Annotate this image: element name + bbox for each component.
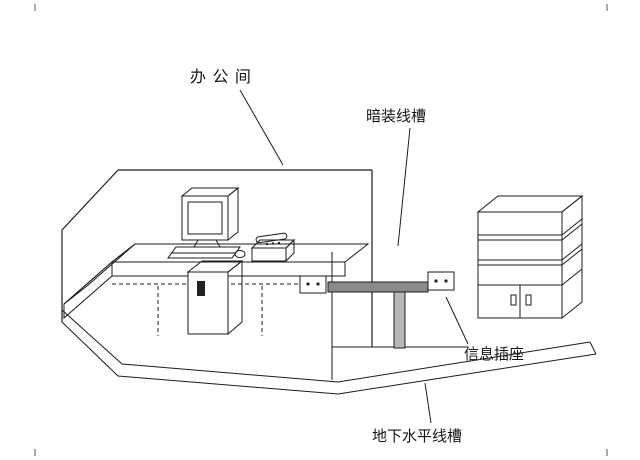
horizontal-duct [327, 281, 429, 293]
keyboard [167, 246, 241, 259]
underground-duct-label: 地下水平线槽 [372, 428, 462, 445]
cabinet-handle [197, 281, 205, 296]
door-handle-left [510, 294, 517, 306]
telephone [250, 232, 296, 263]
concealed-duct-label: 暗装线槽 [366, 108, 426, 125]
concealed-duct-leader [397, 127, 411, 247]
office-room-leader [239, 89, 284, 166]
office-room-label: 办 公 间 [190, 68, 252, 86]
shelf-unit [476, 194, 584, 320]
monitor-screen [187, 201, 223, 235]
computer [167, 186, 246, 259]
under-desk-cabinet [186, 259, 244, 336]
desk [63, 243, 370, 336]
wall-socket-left [299, 275, 327, 294]
underground-floor-duct [61, 309, 597, 395]
door-handle-right [525, 294, 532, 306]
underground-duct-leader [424, 382, 432, 424]
concealed-wall-duct [327, 281, 429, 349]
monitor [180, 186, 240, 248]
corner-marks [34, 4, 608, 456]
info-socket-label: 信息插座 [464, 346, 524, 363]
information-socket [427, 271, 455, 291]
room-outline [61, 169, 468, 380]
vertical-duct [393, 291, 406, 349]
mouse [234, 250, 246, 258]
info-socket-leader [445, 296, 469, 345]
phone-handset [255, 232, 288, 244]
